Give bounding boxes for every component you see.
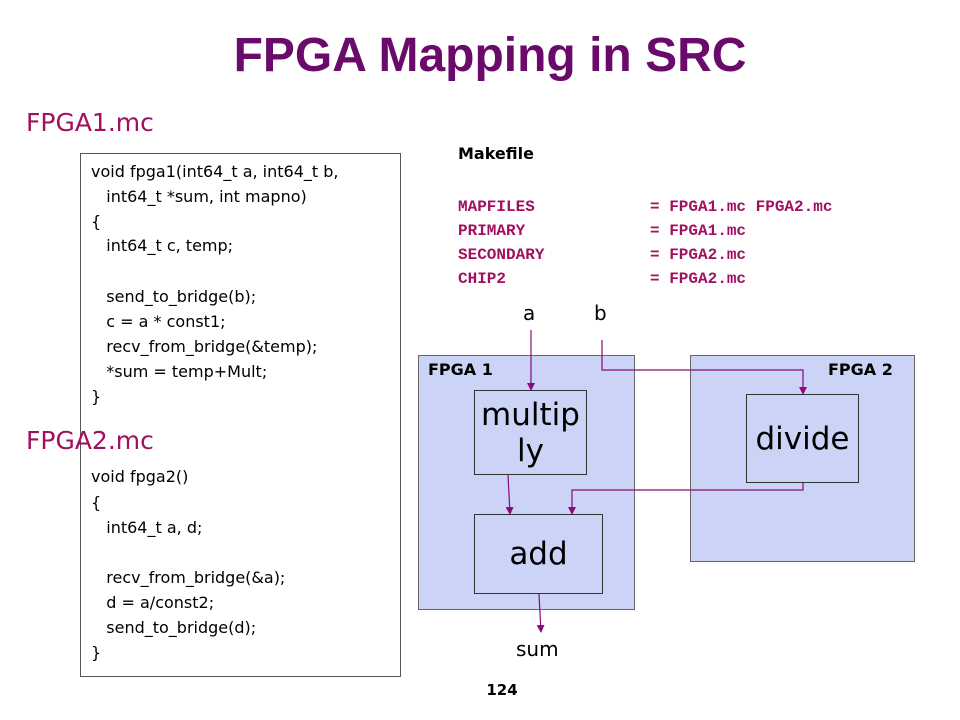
output-sum-label: sum (516, 637, 559, 661)
code-line: send_to_bridge(d); (91, 618, 257, 637)
code-line: c = a * const1; (91, 312, 226, 331)
makefile-key: CHIP2 (458, 270, 507, 288)
code-line: void fpga1(int64_t a, int64_t b, (91, 162, 339, 181)
wire-multiply-to-add (505, 474, 514, 515)
page-number: 124 (486, 681, 518, 699)
code-line: int64_t c, temp; (91, 236, 234, 255)
divide-block: divide (746, 394, 859, 483)
code-line: *sum = temp+Mult; (91, 362, 268, 381)
makefile-value: = FPGA1.mc FPGA2.mc (650, 198, 833, 216)
multiply-block: multip ly (474, 390, 587, 475)
wire-b-to-divide (601, 340, 807, 395)
code-line: void fpga2() (91, 467, 189, 486)
makefile-value: = FPGA1.mc (650, 222, 747, 240)
code-box: void fpga1(int64_t a, int64_t b, int64_t… (80, 153, 401, 677)
code-line: { (91, 212, 102, 231)
code-line: { (91, 493, 102, 512)
add-block: add (474, 514, 603, 594)
code-line: recv_from_bridge(&temp); (91, 337, 318, 356)
code-line: send_to_bridge(b); (91, 287, 257, 306)
makefile-entries: MAPFILES = FPGA1.mc FPGA2.mc PRIMARY = F… (458, 196, 928, 296)
makefile-value: = FPGA2.mc (650, 270, 747, 288)
makefile-key: SECONDARY (458, 246, 545, 264)
slide-title: FPGA Mapping in SRC (233, 29, 747, 82)
fpga2-file-label: FPGA2.mc (26, 426, 154, 455)
makefile-title: Makefile (458, 144, 534, 163)
makefile-value: = FPGA2.mc (650, 246, 747, 264)
input-b-label: b (594, 301, 607, 325)
code-line: int64_t a, d; (91, 518, 203, 537)
code-line: } (91, 387, 102, 406)
input-a-label: a (523, 301, 536, 325)
code-line: int64_t *sum, int mapno) (91, 187, 307, 206)
multiply-block-line: ly (517, 432, 544, 469)
code-line: } (91, 643, 102, 662)
wire-add-to-sum (536, 593, 545, 633)
multiply-block-line: multip (481, 396, 580, 433)
wire-divide-to-add (568, 483, 804, 515)
fpga2-label: FPGA 2 (828, 360, 893, 379)
makefile-key: MAPFILES (458, 198, 535, 216)
fpga1-label: FPGA 1 (428, 360, 493, 379)
makefile-key: PRIMARY (458, 222, 526, 240)
code-line: recv_from_bridge(&a); (91, 568, 286, 587)
code-line: d = a/const2; (91, 593, 215, 612)
fpga1-file-label: FPGA1.mc (26, 108, 154, 137)
